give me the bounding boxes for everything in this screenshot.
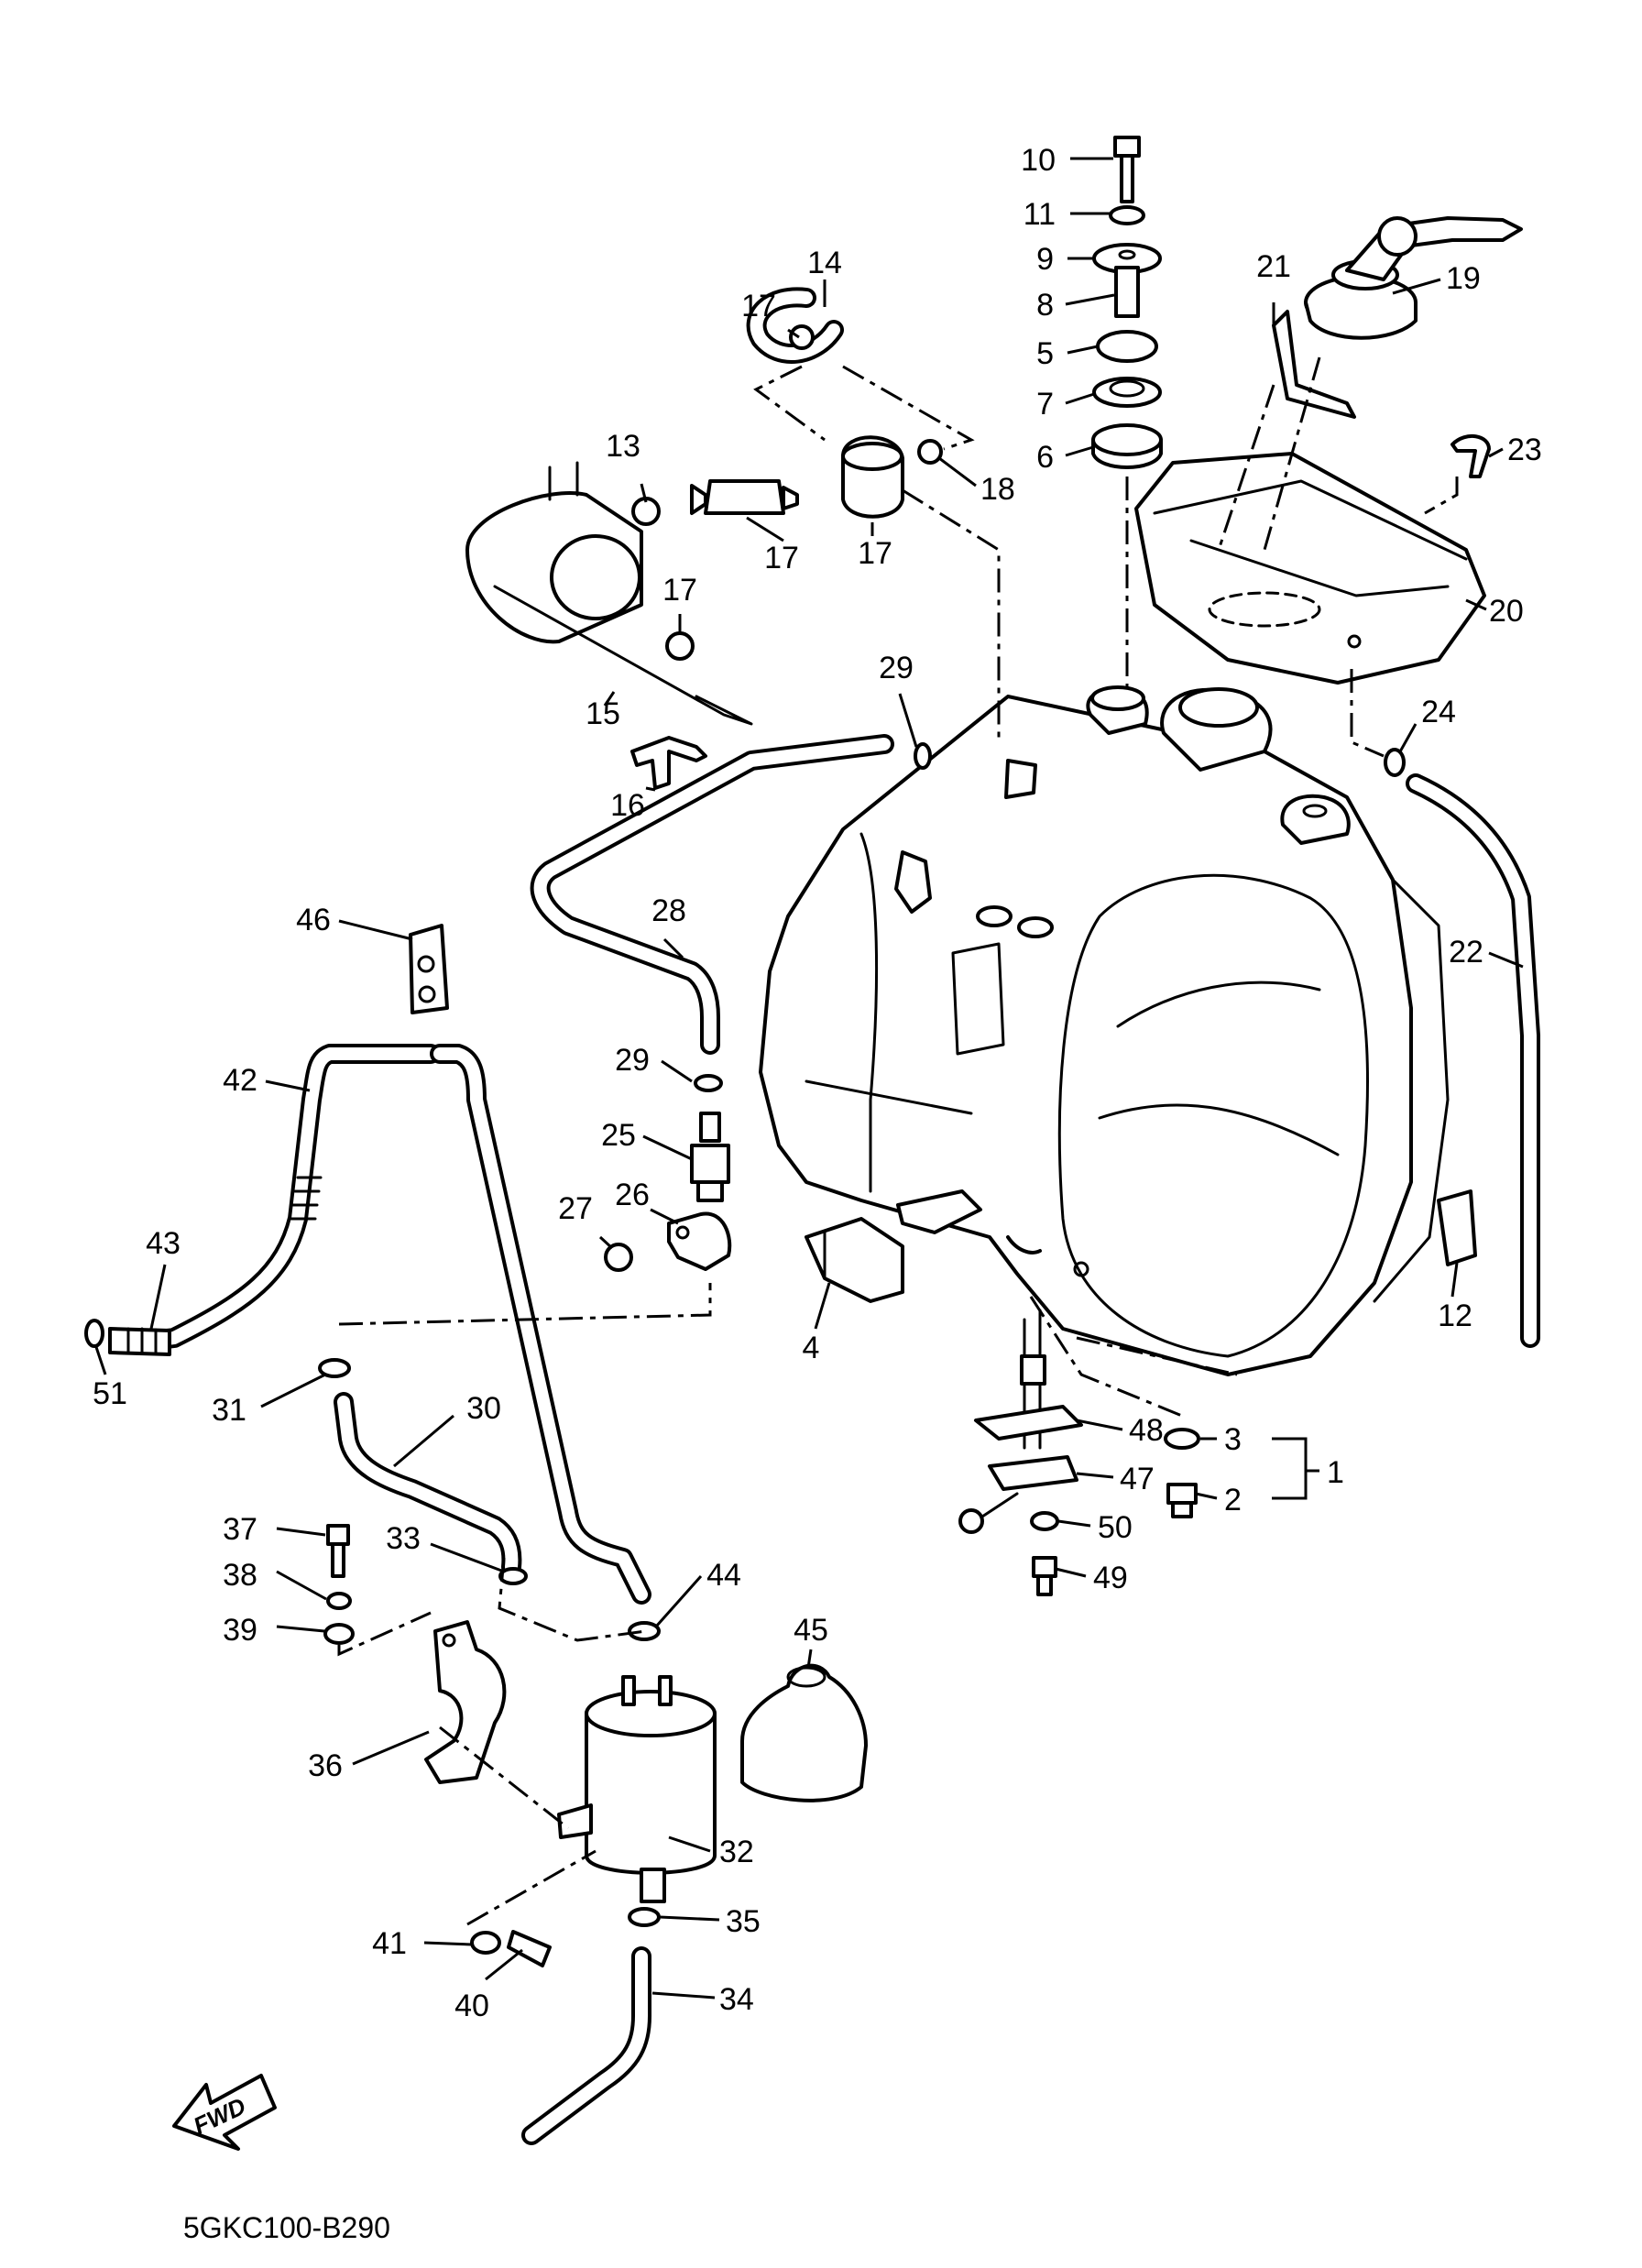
callout-37: 37 <box>223 1512 257 1547</box>
tray <box>1134 452 1486 685</box>
callout-34: 34 <box>719 1982 754 2017</box>
callout-9: 9 <box>1036 242 1054 277</box>
callout-19: 19 <box>1446 261 1481 296</box>
callout-26: 26 <box>615 1178 650 1212</box>
filler-cap-with-key <box>1304 216 1523 340</box>
filter-13 <box>690 479 799 515</box>
callout-17-c: 13 <box>606 429 640 464</box>
callout-27: 27 <box>558 1191 593 1226</box>
callout-21: 21 <box>1256 249 1291 284</box>
callout-44: 44 <box>706 1558 741 1593</box>
callout-17-a: 17 <box>741 289 776 323</box>
callout-2: 2 <box>1224 1483 1242 1517</box>
bracket-12 <box>1437 1189 1477 1266</box>
callout-11: 11 <box>1024 197 1056 232</box>
callout-8: 8 <box>1036 288 1054 323</box>
bracket-36 <box>424 1620 507 1784</box>
callout-7: 7 <box>1036 387 1054 422</box>
hose-42 <box>127 1044 441 1353</box>
callout-31: 31 <box>212 1393 246 1428</box>
callout-39: 39 <box>223 1613 257 1648</box>
bolt-49 <box>1032 1556 1057 1578</box>
construction-lines <box>337 356 1459 1926</box>
callout-4: 4 <box>803 1331 820 1365</box>
fuel-tank <box>759 685 1450 1376</box>
callout-46: 46 <box>296 903 331 937</box>
spring-43 <box>108 1327 171 1356</box>
callout-leaders <box>94 157 1524 2000</box>
mounting-stack <box>1091 136 1163 469</box>
callout-38: 38 <box>223 1558 257 1593</box>
callout-12: 12 <box>1438 1298 1472 1333</box>
callout-32: 32 <box>719 1835 754 1869</box>
callout-6: 6 <box>1036 440 1054 475</box>
screw-27 <box>604 1243 633 1272</box>
callout-17-d: 17 <box>662 573 697 608</box>
hose-22 <box>1406 773 1540 1348</box>
hose-long <box>430 1044 651 1605</box>
cover-45 <box>740 1663 868 1802</box>
callout-17-b: 18 <box>980 472 1015 507</box>
callout-47: 47 <box>1120 1462 1155 1496</box>
bracket-4 <box>805 1217 904 1303</box>
callout-3: 3 <box>1224 1422 1242 1457</box>
callout-35: 35 <box>726 1904 761 1939</box>
clip-21 <box>1272 310 1356 419</box>
bolt-37 <box>326 1524 350 1546</box>
clamp-46 <box>409 924 449 1014</box>
filter-32 <box>557 1675 717 1903</box>
callout-14: 14 <box>807 246 842 280</box>
hose-28 <box>530 734 894 1055</box>
callout-45: 45 <box>794 1613 828 1648</box>
hose-14 <box>746 287 844 364</box>
callout-25: 25 <box>601 1118 636 1153</box>
callout-22: 22 <box>1449 935 1483 970</box>
callout-18: 17 <box>858 536 892 571</box>
callout-numbers: 10 11 9 8 5 7 6 21 19 23 20 14 17 17 18 … <box>93 143 1542 2023</box>
callout-50: 50 <box>1098 1510 1133 1545</box>
callout-48: 48 <box>1129 1413 1164 1448</box>
callout-13: 17 <box>764 541 799 575</box>
callout-30: 30 <box>466 1391 501 1426</box>
callout-43: 43 <box>146 1226 181 1261</box>
bracket-16 <box>630 736 707 790</box>
callout-24: 24 <box>1421 695 1456 729</box>
callout-10: 10 <box>1021 143 1056 178</box>
bolt-40 <box>507 1930 552 1967</box>
callout-23: 23 <box>1507 433 1542 467</box>
fwd-arrow: FWD <box>172 2074 277 2151</box>
clip-23 <box>1450 434 1491 478</box>
callout-40: 40 <box>454 1989 489 2023</box>
callout-15: 15 <box>586 696 620 731</box>
callout-5: 5 <box>1036 336 1054 371</box>
callout-29-b: 29 <box>615 1043 650 1078</box>
callout-1: 1 <box>1327 1455 1344 1490</box>
canister-15 <box>465 461 753 726</box>
hose-30 <box>334 1392 522 1577</box>
callout-16: 16 <box>610 788 645 823</box>
callout-28: 28 <box>651 893 686 928</box>
callout-36: 36 <box>308 1748 343 1783</box>
bolt-2 <box>1166 1483 1198 1505</box>
fuel-level-unit <box>958 1309 1083 1534</box>
fuel-cock-25 <box>690 1112 730 1202</box>
callout-51: 51 <box>93 1376 127 1411</box>
diagram-code: 5GKC100-B290 <box>183 2211 390 2244</box>
callout-20: 20 <box>1489 594 1524 629</box>
callout-33: 33 <box>386 1521 421 1556</box>
callout-29-a: 29 <box>879 651 914 685</box>
hose-34 <box>521 1946 651 2145</box>
callout-41: 41 <box>372 1926 407 1961</box>
callout-42: 42 <box>223 1063 257 1098</box>
callout-49: 49 <box>1093 1561 1128 1595</box>
